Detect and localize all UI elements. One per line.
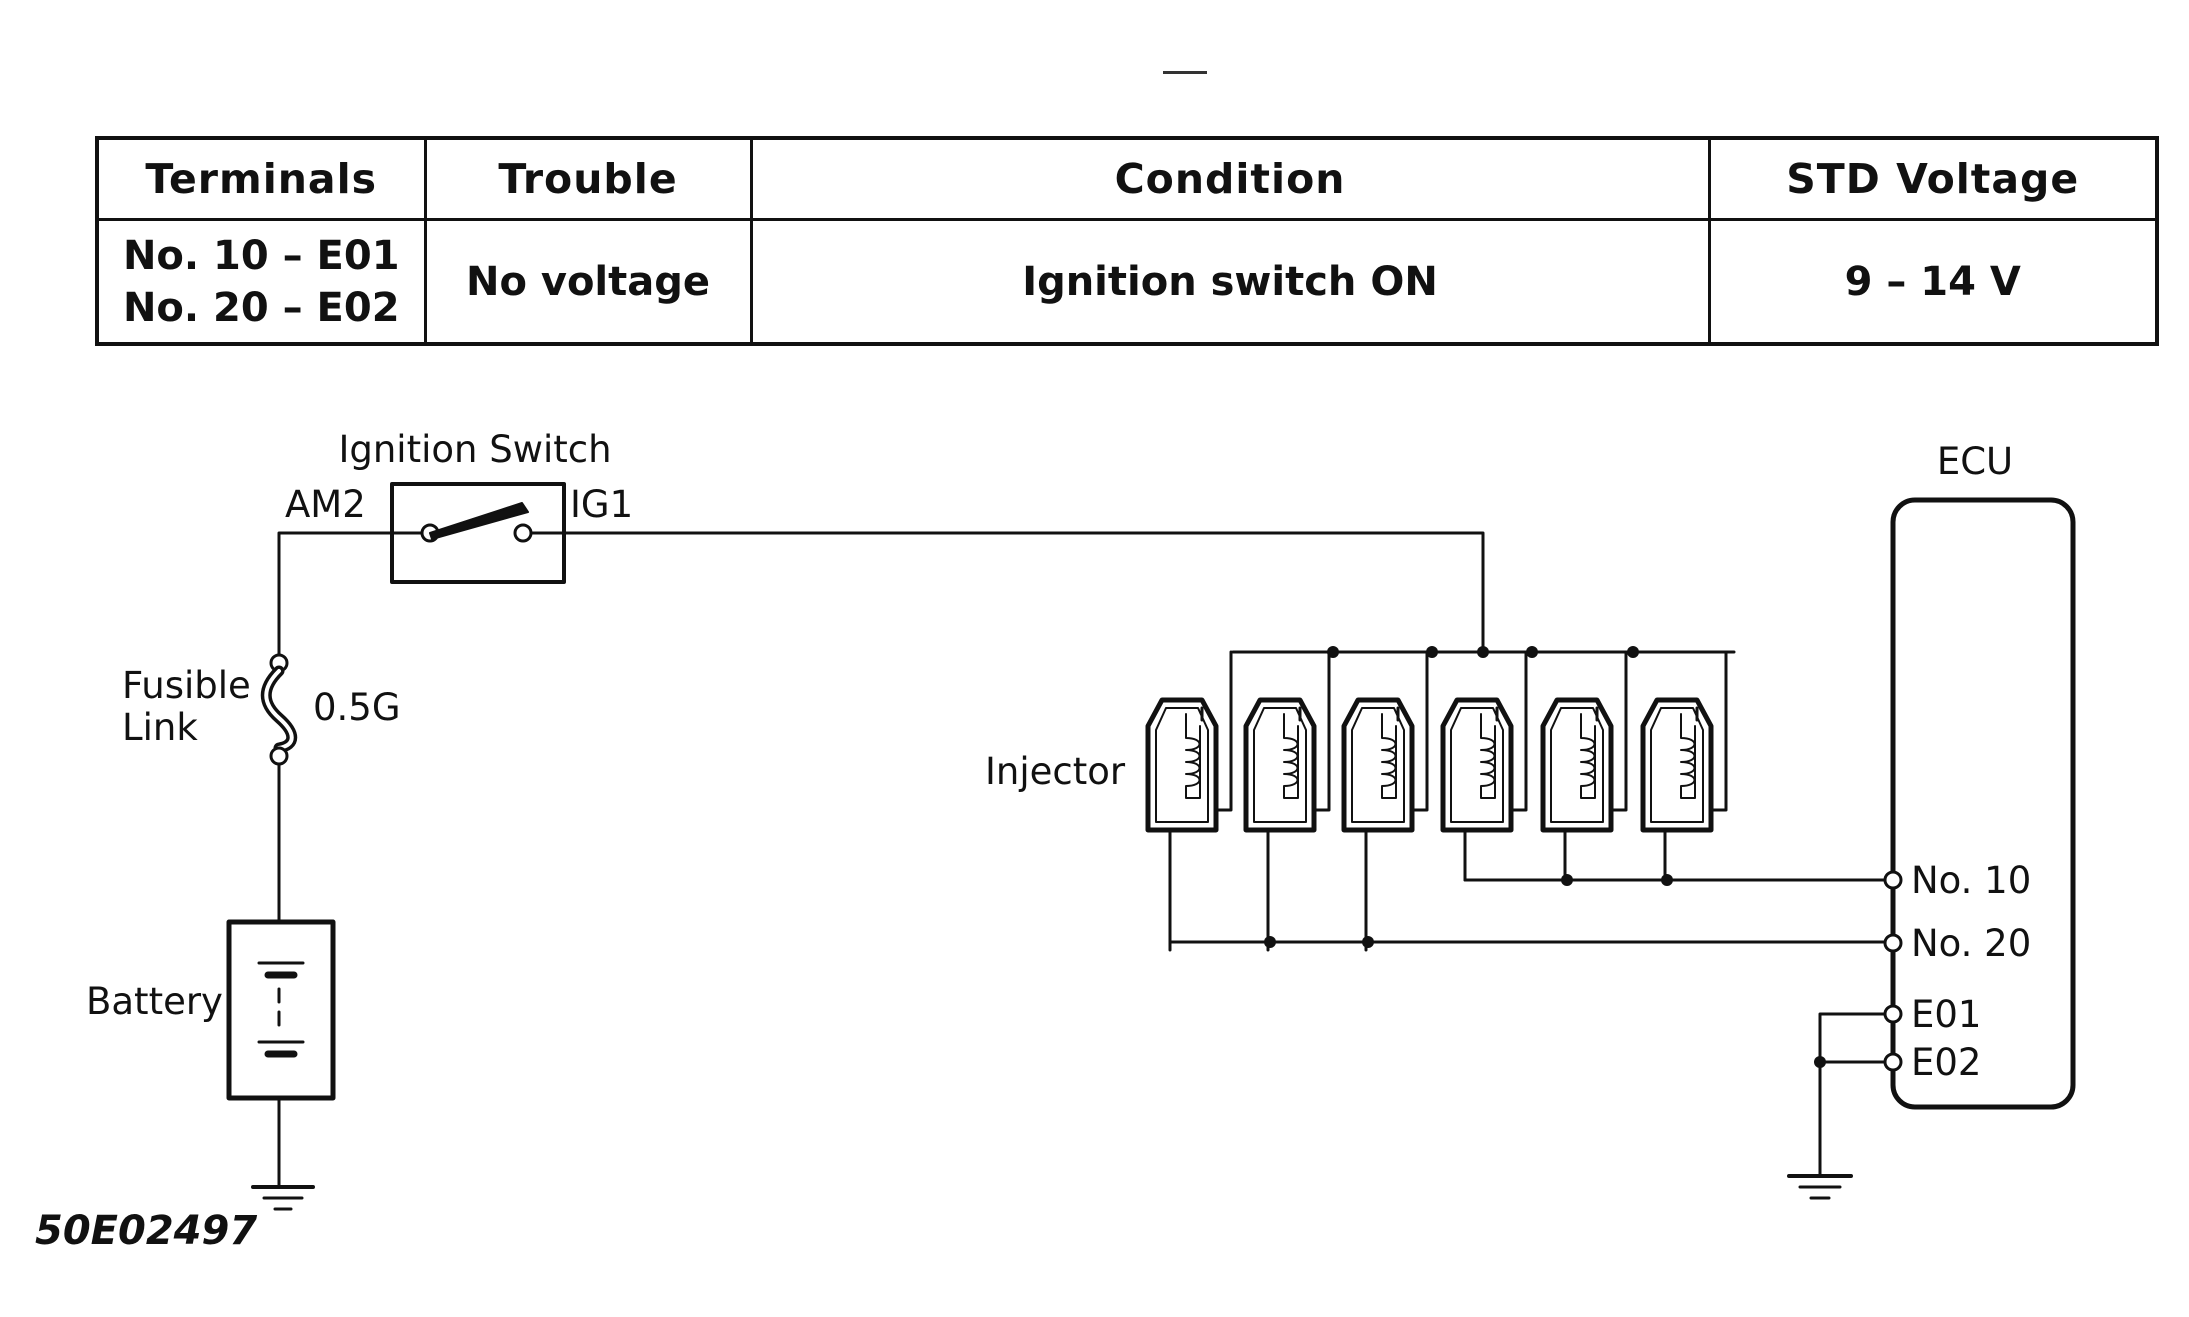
ecu-terminal-no10 bbox=[1883, 870, 1903, 890]
injector-returns bbox=[1168, 828, 1887, 952]
injector-body bbox=[1341, 697, 1415, 833]
ecu-terminal-label-no10: No. 10 bbox=[1911, 859, 2031, 902]
junction-dot bbox=[1526, 646, 1538, 658]
injector-coil-icon bbox=[1480, 713, 1496, 799]
ground-icon bbox=[251, 1185, 315, 1211]
injector-body bbox=[1145, 697, 1219, 833]
fusible-rating-label: 0.5G bbox=[313, 686, 401, 729]
cell-trouble: No voltage bbox=[423, 218, 753, 346]
figure-code: 50E02497 bbox=[35, 1208, 257, 1254]
injector-body bbox=[1440, 697, 1514, 833]
spec-table: Terminals Trouble Condition STD Voltage … bbox=[95, 136, 2159, 346]
wire-am2 bbox=[277, 531, 394, 658]
injector-body bbox=[1540, 697, 1614, 833]
injector bbox=[1540, 650, 1628, 833]
injector-inner bbox=[1351, 707, 1405, 823]
injector-body bbox=[1243, 697, 1317, 833]
ig1-label: IG1 bbox=[570, 483, 633, 526]
wire-ig1-bus bbox=[562, 531, 1485, 654]
injector-inner bbox=[1253, 707, 1307, 823]
fusible-link-label-2: Link bbox=[122, 706, 198, 749]
cell-condition: Ignition switch ON bbox=[749, 218, 1711, 346]
junction-dot bbox=[1661, 874, 1673, 886]
junction-dot bbox=[1426, 646, 1438, 658]
ecu-label: ECU bbox=[1937, 440, 2013, 483]
ecu-terminal-label-e01: E01 bbox=[1911, 993, 1981, 1036]
ignition-switch-label: Ignition Switch bbox=[338, 428, 611, 471]
junction-dot bbox=[1264, 936, 1276, 948]
injector bbox=[1341, 650, 1429, 833]
header-std-voltage: STD Voltage bbox=[1707, 136, 2159, 221]
header-terminals: Terminals bbox=[95, 136, 427, 221]
table-header-row: Terminals Trouble Condition STD Voltage bbox=[95, 136, 2159, 221]
injector bbox=[1640, 650, 1728, 833]
junction-dot bbox=[1627, 646, 1639, 658]
switch-lever bbox=[429, 502, 529, 540]
injector-inner bbox=[1550, 707, 1604, 823]
cell-std-voltage: 9 – 14 V bbox=[1707, 218, 2159, 346]
ignition-switch bbox=[390, 482, 566, 584]
terminal-pair-2: No. 20 – E02 bbox=[122, 284, 400, 331]
switch-contact-ig1 bbox=[513, 523, 533, 543]
injector-coil-icon bbox=[1283, 713, 1299, 799]
ecu-terminal-e02 bbox=[1883, 1052, 1903, 1072]
terminal-pair-1: No. 10 – E01 bbox=[122, 232, 400, 279]
cell-terminals: No. 10 – E01 No. 20 – E02 bbox=[95, 218, 427, 346]
battery-circuit bbox=[226, 531, 394, 1211]
injector-coil-icon bbox=[1580, 713, 1596, 799]
battery-label: Battery bbox=[86, 980, 223, 1023]
injector-coil-icon bbox=[1185, 713, 1201, 799]
injector-body bbox=[1640, 697, 1714, 833]
ecu-terminal-no20 bbox=[1883, 933, 1903, 953]
ecu-terminal-label-e02: E02 bbox=[1911, 1041, 1981, 1084]
am2-label: AM2 bbox=[285, 483, 366, 526]
fusible-terminal-bottom bbox=[269, 746, 289, 766]
ecu-terminal-e01 bbox=[1883, 1004, 1903, 1024]
junction-dot bbox=[1561, 874, 1573, 886]
ecu-box bbox=[1890, 497, 2076, 1110]
injector-supply-lead bbox=[1509, 650, 1528, 812]
injector-supply-rail bbox=[1231, 646, 1736, 658]
injector bbox=[1145, 650, 1233, 833]
injector-supply-lead bbox=[1214, 650, 1233, 812]
table-row: No. 10 – E01 No. 20 – E02 No voltage Ign… bbox=[95, 218, 2159, 346]
injector-inner bbox=[1650, 707, 1704, 823]
injector-label: Injector bbox=[985, 750, 1126, 793]
wire-e01-e02 bbox=[1818, 1012, 1887, 1064]
junction-dot bbox=[1477, 646, 1489, 658]
battery-box bbox=[226, 919, 336, 1101]
injector-supply-lead bbox=[1410, 650, 1429, 812]
injector-coil-icon bbox=[1381, 713, 1397, 799]
fusible-link-inner bbox=[264, 669, 294, 750]
fusible-link-label-1: Fusible bbox=[122, 664, 251, 707]
injector-supply-lead bbox=[1609, 650, 1628, 812]
injector-supply-lead bbox=[1709, 650, 1728, 812]
injector-coil-icon bbox=[1680, 713, 1696, 799]
ecu-terminal-label-no20: No. 20 bbox=[1911, 922, 2031, 965]
ecu bbox=[1787, 497, 2076, 1200]
injector-inner bbox=[1155, 707, 1209, 823]
ground-icon bbox=[1787, 1174, 1853, 1200]
injector-inner bbox=[1450, 707, 1504, 823]
header-dash bbox=[1163, 71, 1207, 74]
injector-supply-lead bbox=[1312, 650, 1331, 812]
injector-bank bbox=[1145, 650, 1728, 833]
injector bbox=[1440, 650, 1528, 833]
junction-dot bbox=[1362, 936, 1374, 948]
header-condition: Condition bbox=[749, 136, 1711, 221]
injector bbox=[1243, 650, 1331, 833]
header-trouble: Trouble bbox=[423, 136, 753, 221]
